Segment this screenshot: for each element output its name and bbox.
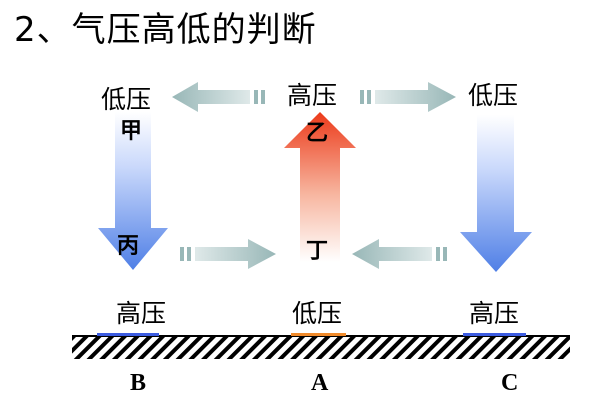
ground-hatch (72, 337, 570, 359)
pressure-label-bottom-center: 低压 (292, 299, 343, 328)
ground-mark-left (97, 333, 159, 336)
airflow-arrow-top-right (360, 82, 456, 112)
airflow-arrow-bottom-right (352, 239, 447, 269)
airflow-arrow-top-left (172, 82, 265, 112)
ground-mark-center (291, 333, 346, 336)
sinking-arrow-left (98, 112, 168, 270)
point-label-b: B (130, 370, 147, 396)
marker-ding: 丁 (306, 238, 329, 264)
rising-arrow-center (284, 112, 356, 262)
point-label-a: A (311, 370, 329, 396)
page-title: 2、气压高低的判断 (14, 10, 317, 50)
pressure-label-bottom-right: 高压 (469, 299, 520, 328)
sinking-arrow-right (460, 115, 532, 272)
airflow-arrow-bottom-left (180, 239, 276, 269)
marker-jia: 甲 (120, 118, 143, 144)
pressure-label-top-right: 低压 (468, 81, 519, 110)
pressure-label-top-center: 高压 (287, 81, 338, 110)
pressure-label-bottom-left: 高压 (116, 299, 167, 328)
point-label-c: C (501, 370, 519, 396)
pressure-label-top-left: 低压 (101, 85, 152, 114)
ground-mark-right (463, 333, 526, 336)
marker-bing: 丙 (117, 233, 140, 259)
marker-yi: 乙 (306, 120, 329, 146)
